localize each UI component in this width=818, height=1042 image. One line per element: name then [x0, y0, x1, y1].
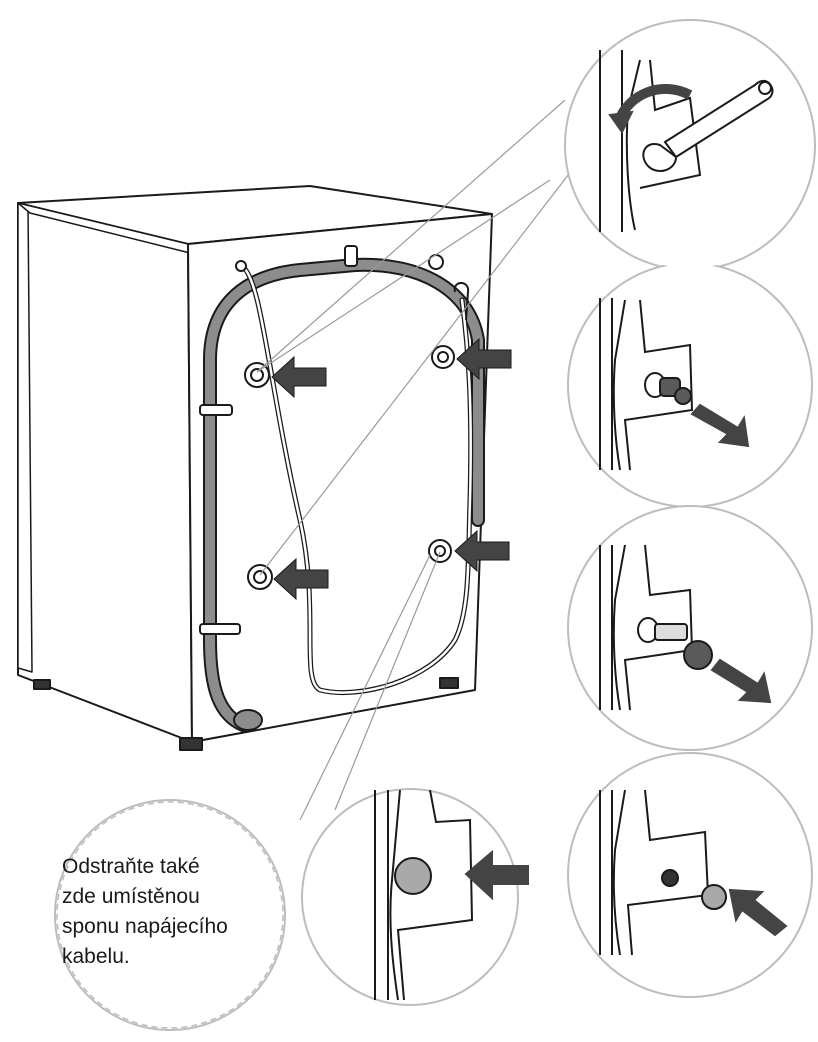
detail-bolt-out: [599, 298, 750, 471]
bolt-icon: [659, 377, 692, 405]
cable-hook: [235, 245, 470, 321]
detail-bolt-pull: [599, 544, 772, 711]
callout-text: Odstraňte také zde umístěnou sponu napáj…: [62, 852, 292, 972]
arrow-icon: [710, 658, 772, 704]
hole-plug-icon: [701, 884, 727, 910]
detail-plug-installed: [374, 789, 529, 1001]
machine-foot: [179, 737, 203, 751]
bolt-icon: [431, 345, 455, 369]
machine-foot: [33, 679, 51, 690]
bolt-icon: [428, 539, 452, 563]
hole-plug-icon: [394, 857, 432, 895]
rotate-arrow-icon: [615, 84, 693, 121]
power-cable: [239, 263, 474, 696]
callout-line: kabelu.: [62, 945, 130, 968]
callout-line: Odstraňte také: [62, 855, 200, 878]
hose-clip: [199, 404, 241, 635]
arrow-icon: [690, 403, 750, 448]
bolt-icon: [247, 564, 273, 590]
leader-lines: [256, 99, 573, 821]
callout-circle: [56, 801, 284, 1029]
arrow-icon: [728, 888, 788, 937]
machine-foot: [439, 677, 459, 689]
wrench-icon: [642, 79, 774, 172]
callout-line: zde umístěnou: [62, 885, 200, 908]
arrow-icon: [464, 849, 529, 901]
detail-plug-insert: [599, 789, 788, 956]
bolt-icon: [683, 640, 713, 670]
callout-line: sponu napájecího: [62, 915, 228, 938]
transport-bolt: [244, 345, 455, 590]
bolt-icon: [244, 362, 270, 388]
detail-wrench: [599, 50, 774, 232]
machine-side-panel: [17, 202, 193, 743]
